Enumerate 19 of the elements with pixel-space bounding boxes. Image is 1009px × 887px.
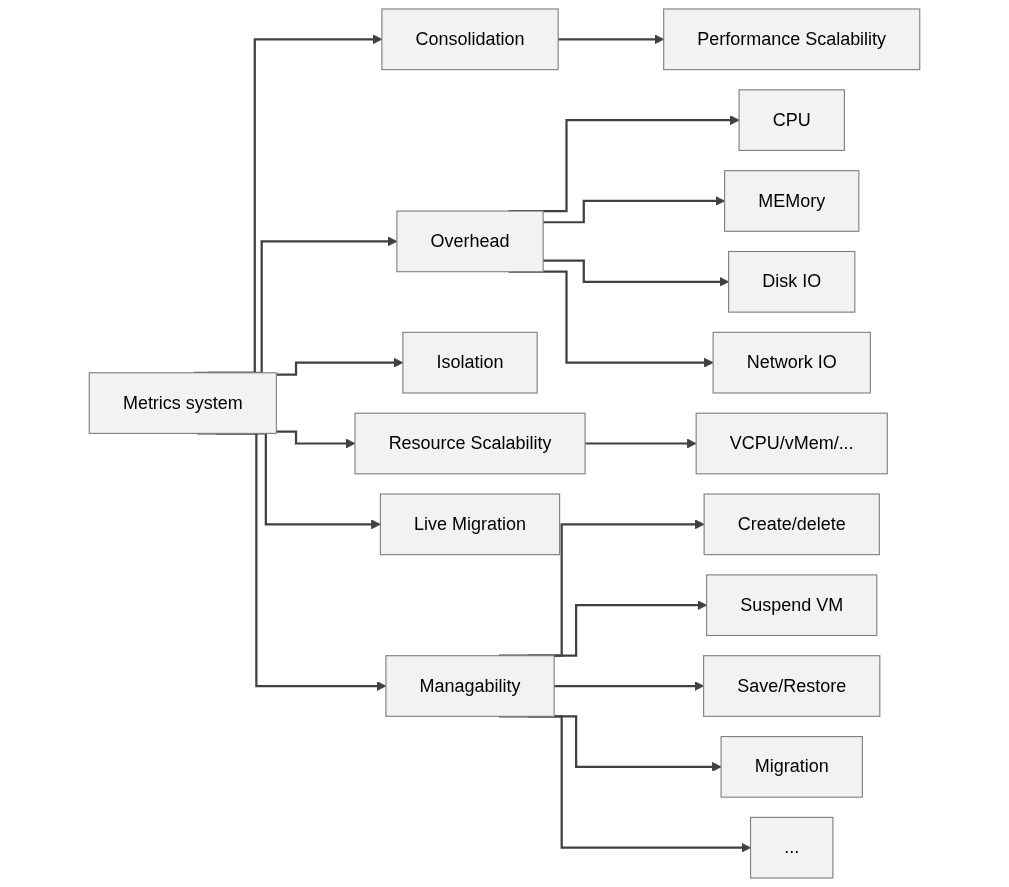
node-box: Managability	[385, 655, 555, 717]
node-box: Metrics system	[88, 372, 277, 434]
node-box: ...	[750, 816, 834, 879]
node-box: Performance Scalability	[663, 8, 921, 71]
node-box: Network IO	[712, 331, 871, 394]
node-box: VCPU/vMem/...	[695, 412, 888, 475]
node-box: Disk IO	[728, 250, 856, 313]
node-box: Suspend VM	[706, 574, 878, 637]
node-box: Isolation	[402, 331, 538, 394]
node-box: Live Migration	[379, 493, 561, 556]
node-box: Migration	[720, 736, 863, 798]
arrow	[585, 438, 697, 449]
node-box: Create/delete	[703, 493, 880, 556]
node-box: Consolidation	[381, 8, 559, 71]
node-box: Overhead	[396, 210, 544, 273]
node-box: CPU	[738, 89, 845, 151]
node-box: Save/Restore	[703, 655, 881, 717]
node-box: Resource Scalability	[354, 412, 586, 475]
node-box: MEMory	[724, 170, 860, 232]
